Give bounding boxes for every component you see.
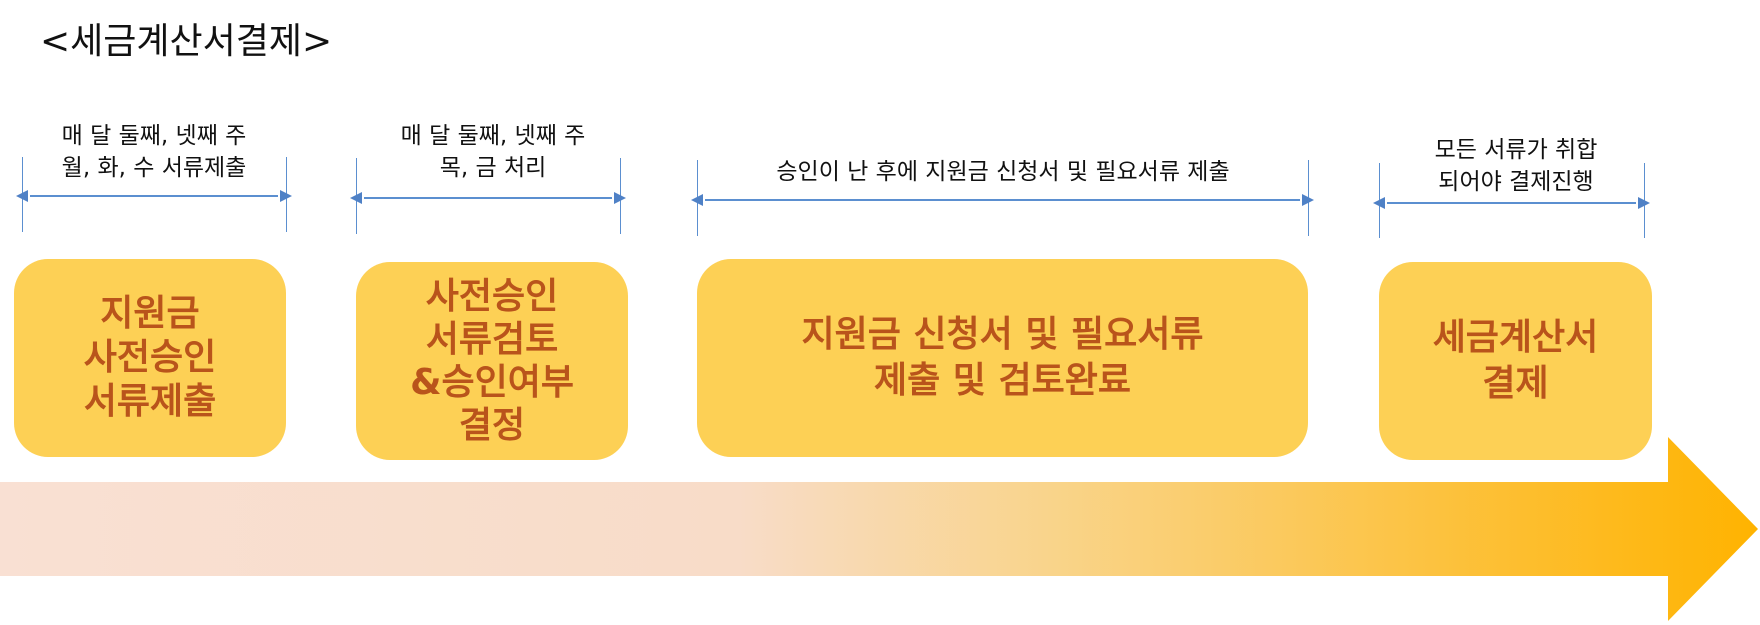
stage-4-arrowhead-right [1638,197,1650,209]
stage-2-span-line [364,197,612,199]
stage-1-arrowhead-left [16,190,28,202]
stage-1-arrowhead-right [280,190,292,202]
stage-3-timing: 승인이 난 후에 지원금 신청서 및 필요서류 제출 [776,159,1230,185]
stage-4-timing: 모든 서류가 취합 되어야 결제진행 [1434,137,1598,195]
stage-4-span-line [1387,202,1636,204]
stage-1-box: 지원금 사전승인 서류제출 [14,259,286,457]
stage-2-timing: 매 달 둘째, 넷째 주 목, 금 처리 [400,123,586,181]
stage-2-box: 사전승인 서류검토 &승인여부 결정 [356,262,628,460]
stage-2-arrowhead-right [614,192,626,204]
stage-1-span-line [30,195,278,197]
stage-3-arrowhead-left [691,194,703,206]
page-title: <세금계산서결제> [40,21,333,62]
stage-2-arrowhead-left [350,192,362,204]
stage-4-arrowhead-left [1373,197,1385,209]
stage-4-box: 세금계산서 결제 [1379,262,1652,460]
stage-3-arrowhead-right [1302,194,1314,206]
stage-3-box: 지원금 신청서 및 필요서류 제출 및 검토완료 [697,259,1308,457]
stage-3-span-line [705,199,1300,201]
stage-1-timing: 매 달 둘째, 넷째 주 월, 화, 수 서류제출 [61,123,247,181]
